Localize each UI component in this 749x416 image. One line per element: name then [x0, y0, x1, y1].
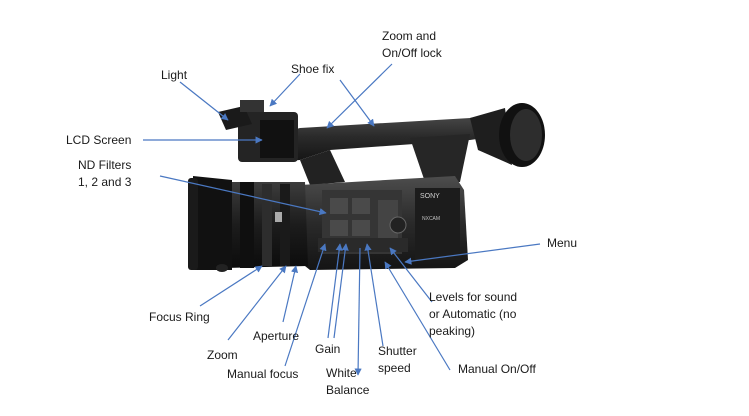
label-nd-filters: ND Filters 1, 2 and 3 — [78, 158, 132, 189]
arrow-nd-filters — [159, 175, 327, 216]
label-shutter-speed: Shutter speed — [378, 344, 417, 375]
arrow-manual-onoff — [384, 261, 451, 371]
label-lcd-screen: LCD Screen — [66, 133, 132, 147]
label-zoom: Zoom — [207, 348, 238, 362]
label-manual-focus: Manual focus — [227, 367, 299, 381]
camera-body: SONY NXCAM — [300, 176, 468, 270]
arrow-manual-focus — [284, 243, 327, 367]
arrow-gain-2 — [333, 243, 349, 339]
arrow-focus-ring — [199, 265, 263, 307]
arrow-zoom — [227, 265, 287, 341]
arrow-zoom-lock-1 — [326, 63, 393, 129]
label-zoom-lock: Zoom and On/Off lock — [382, 29, 442, 60]
label-aperture: Aperture — [253, 329, 300, 343]
brand-text: SONY — [420, 193, 440, 200]
label-white-balance: White Balance — [326, 366, 370, 397]
lens-barrel — [188, 176, 308, 272]
label-light: Light — [161, 68, 188, 82]
label-menu: Menu — [547, 236, 578, 250]
label-gain: Gain — [315, 342, 341, 356]
model-text: NXCAM — [422, 216, 440, 222]
label-levels: Levels for sound or Automatic (no peakin… — [429, 290, 518, 338]
arrow-gain-1 — [327, 243, 343, 339]
label-manual-onoff: Manual On/Off — [458, 362, 536, 376]
top-handle — [255, 112, 512, 185]
label-shoe-fix: Shoe fix — [291, 62, 335, 76]
eyecup — [470, 103, 545, 167]
callout-arrows — [143, 63, 541, 376]
arrow-menu — [404, 243, 541, 265]
arrow-zoom-lock-2 — [339, 79, 375, 127]
arrow-white-balance — [354, 247, 362, 376]
arrow-light — [179, 81, 229, 121]
lcd-unit — [218, 100, 298, 162]
label-focus-ring: Focus Ring — [149, 310, 210, 324]
arrow-levels — [389, 247, 433, 303]
arrow-shutter-speed — [364, 243, 384, 347]
arrow-aperture — [282, 265, 299, 323]
arrow-shoe-fix — [269, 73, 301, 107]
